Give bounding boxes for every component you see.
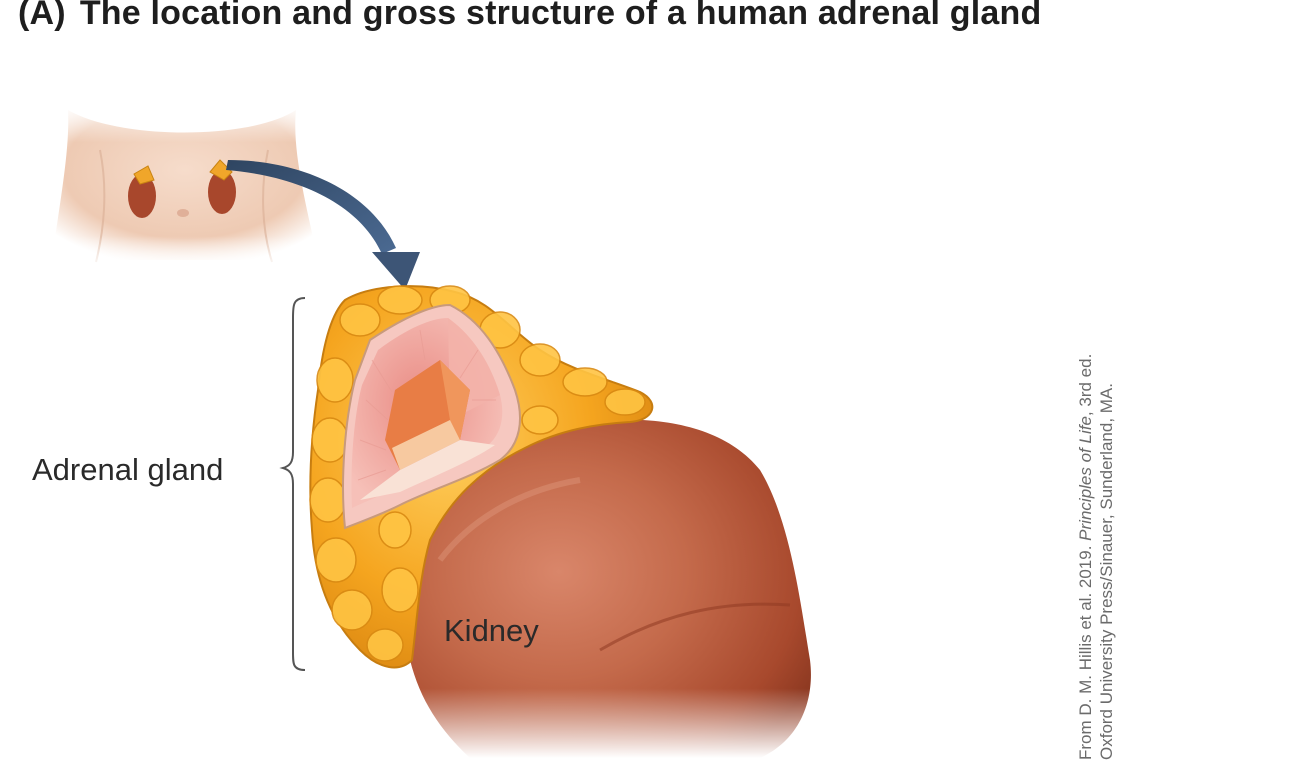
kidney-label: Kidney [444, 613, 539, 648]
credit-book: Principles of Life [1076, 416, 1095, 541]
cutaway-section [342, 303, 521, 530]
torso-inset [40, 100, 330, 270]
left-kidney-small [128, 165, 156, 218]
pointer-arrow [226, 160, 420, 290]
figure-title: (A) The location and gross structure of a… [18, 0, 1041, 33]
adrenal-gland-drawing [309, 285, 654, 669]
panel-letter: (A) [18, 0, 66, 32]
title-text: The location and gross structure of a hu… [79, 0, 1042, 32]
credit-edition: , 3rd ed. [1076, 353, 1095, 417]
adrenal-gland-label: Adrenal gland [32, 452, 223, 487]
fat-lobules [309, 285, 646, 662]
image-credit: From D. M. Hillis et al. 2019. Principle… [1075, 200, 1117, 760]
credit-publisher: Oxford University Press/Sinauer, Sunderl… [1097, 383, 1116, 760]
right-kidney-small [208, 159, 236, 214]
adrenal-gland-brace [279, 297, 306, 671]
credit-prefix: From D. M. Hillis et al. 2019. [1076, 545, 1095, 760]
